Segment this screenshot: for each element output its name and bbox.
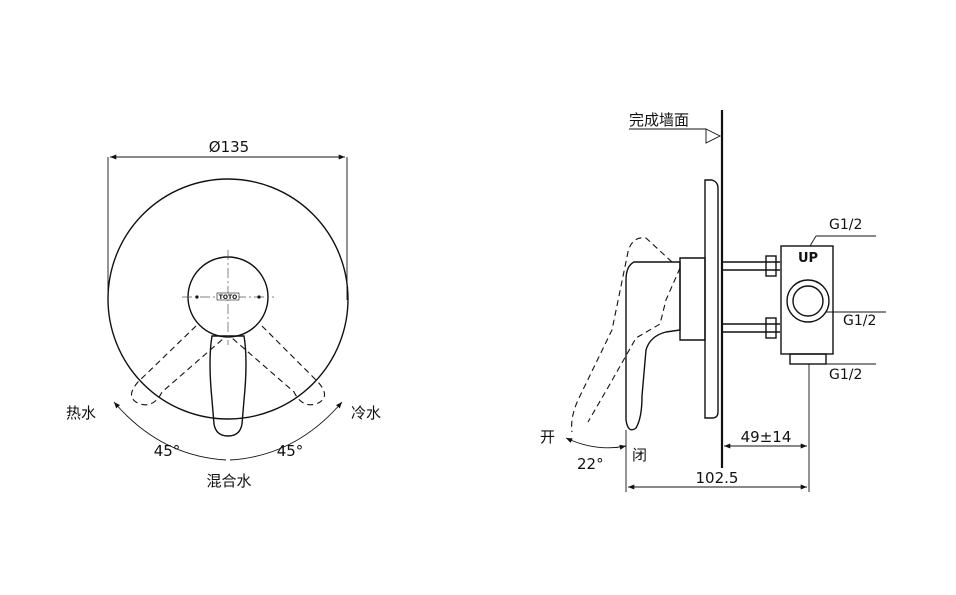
up-mark: UP [798, 251, 818, 266]
total-dimension-label: 102.5 [696, 469, 739, 487]
side-view: 完成墙面 UP G1/2 G1/2 G1/2 [540, 110, 886, 492]
diameter-label: Ø135 [209, 138, 249, 156]
inlet-top-leader-tick [809, 235, 817, 247]
mixed-water-label: 混合水 [206, 472, 251, 490]
lever-side-profile [625, 261, 681, 431]
front-view: Ø135 TOTO 热水 冷水 45° 45° 混合水 [66, 138, 381, 490]
hub-screw-left [195, 295, 199, 299]
rotation-angle-label: 22° [577, 455, 604, 473]
rod-nut-top [765, 255, 777, 277]
rod-nut-bottom [765, 317, 777, 339]
open-lever-ghost-inner [587, 267, 681, 423]
inlet-port-outer [786, 279, 830, 323]
hub-screw-right [257, 295, 261, 299]
cold-water-label: 冷水 [351, 404, 381, 422]
inlet-top-label: G1/2 [829, 217, 862, 233]
escutcheon-profile [704, 179, 719, 419]
outlet-bottom-label: G1/2 [829, 367, 862, 383]
hot-angle-label: 45° [154, 442, 181, 460]
brand-logo [216, 292, 240, 301]
inlet-port-inner [792, 285, 824, 317]
open-label: 开 [540, 428, 555, 446]
rotation-arc [565, 437, 627, 450]
depth-dimension-label: 49±14 [741, 428, 792, 446]
finished-wall-label: 完成墙面 [629, 111, 689, 129]
open-lever-ghost [571, 237, 673, 433]
close-label: 闭 [632, 446, 647, 464]
outlet-port [789, 353, 827, 365]
cold-angle-label: 45° [277, 442, 304, 460]
mixed-lever [209, 335, 247, 437]
brand-logo-text: TOTO [219, 294, 237, 301]
cold-rotation-arc [229, 401, 343, 461]
escutcheon-plate [107, 178, 349, 420]
wall-marker-triangle [705, 128, 722, 144]
hot-rotation-arc [113, 401, 227, 461]
handle-sleeve [679, 257, 706, 341]
hot-water-label: 热水 [66, 404, 96, 422]
inlet-side-label: G1/2 [843, 313, 876, 329]
